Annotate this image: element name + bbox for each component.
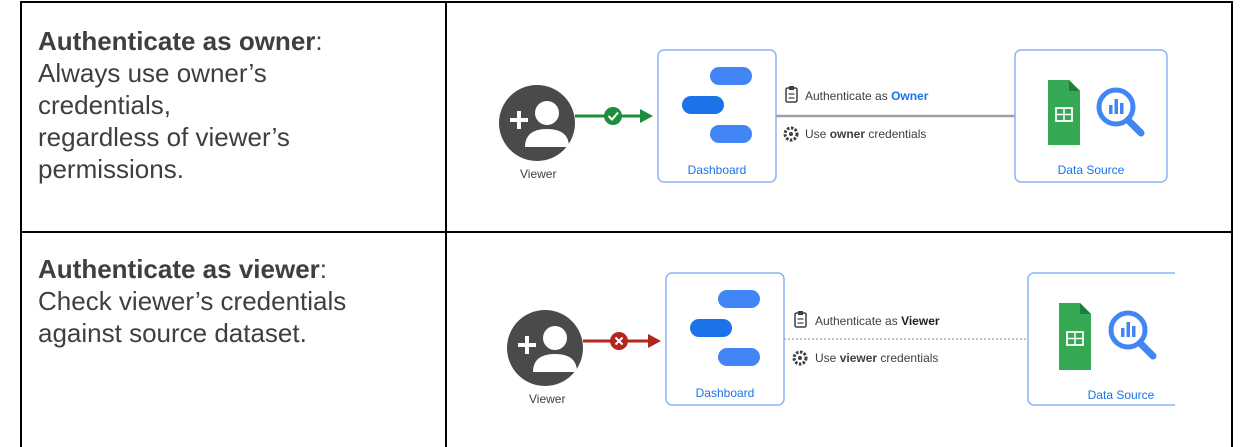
data-source-label: Data Source: [1088, 388, 1155, 402]
bigquery-icon: [1108, 310, 1157, 360]
row-owner-desc-line: regardless of viewer’s: [38, 122, 290, 152]
row-viewer-desc-line: Check viewer’s credentials: [38, 286, 347, 316]
gear-icon: [792, 350, 808, 366]
viewer-label: Viewer: [520, 167, 556, 181]
data-source-node: [1014, 49, 1168, 183]
row-owner-colon: :: [315, 26, 323, 56]
row-owner-desc-line: Always use owner’s: [38, 58, 267, 88]
row-viewer-desc-line: against source dataset.: [38, 318, 307, 348]
row-owner-desc-line: permissions.: [38, 154, 184, 184]
credentials-label: Use viewer credentials: [815, 351, 938, 365]
sheets-icon: [1048, 80, 1080, 145]
auth-method-label: Authenticate as Owner: [805, 89, 929, 103]
viewer-avatar-icon: [507, 310, 583, 386]
auth-method-label: Authenticate as Viewer: [815, 314, 940, 328]
dashboard-logo-icon: [718, 290, 760, 308]
bigquery-icon: [1096, 87, 1145, 137]
clipboard-icon: [794, 311, 807, 328]
data-source-label: Data Source: [1058, 163, 1125, 177]
table-top-border: [20, 1, 1233, 3]
owner-auth-diagram: Viewer Dashboard Authenticate as Owner U…: [499, 49, 1168, 183]
viewer-avatar-icon: [499, 85, 575, 161]
credentials-label: Use owner credentials: [805, 127, 926, 141]
comparison-table: [20, 1, 1233, 447]
row-viewer-colon: :: [319, 254, 328, 284]
denied-circle-icon: [610, 332, 628, 350]
check-circle-icon: [604, 107, 622, 125]
dashboard-label: Dashboard: [696, 386, 755, 400]
clipboard-icon: [785, 86, 798, 103]
row-viewer-text: Authenticate as viewer: Check viewer’s c…: [38, 253, 428, 349]
row-viewer-title: Authenticate as viewer: [38, 254, 320, 284]
data-source-node: [1027, 272, 1175, 406]
dashboard-logo-icon: [710, 67, 752, 85]
dashboard-node: [665, 272, 785, 406]
gear-icon: [783, 126, 799, 142]
dashboard-label: Dashboard: [688, 163, 747, 177]
row-owner-title: Authenticate as owner: [38, 26, 316, 56]
table-row-divider: [20, 231, 1233, 233]
row-owner-text: Authenticate as owner: Always use owner’…: [38, 25, 428, 185]
row-owner-desc-line: credentials,: [38, 90, 171, 120]
viewer-label: Viewer: [529, 392, 565, 406]
table-column-divider: [445, 1, 447, 447]
viewer-auth-diagram: Viewer Dashboard Authenticate as Viewer …: [507, 272, 1175, 406]
sheets-icon: [1059, 303, 1091, 370]
